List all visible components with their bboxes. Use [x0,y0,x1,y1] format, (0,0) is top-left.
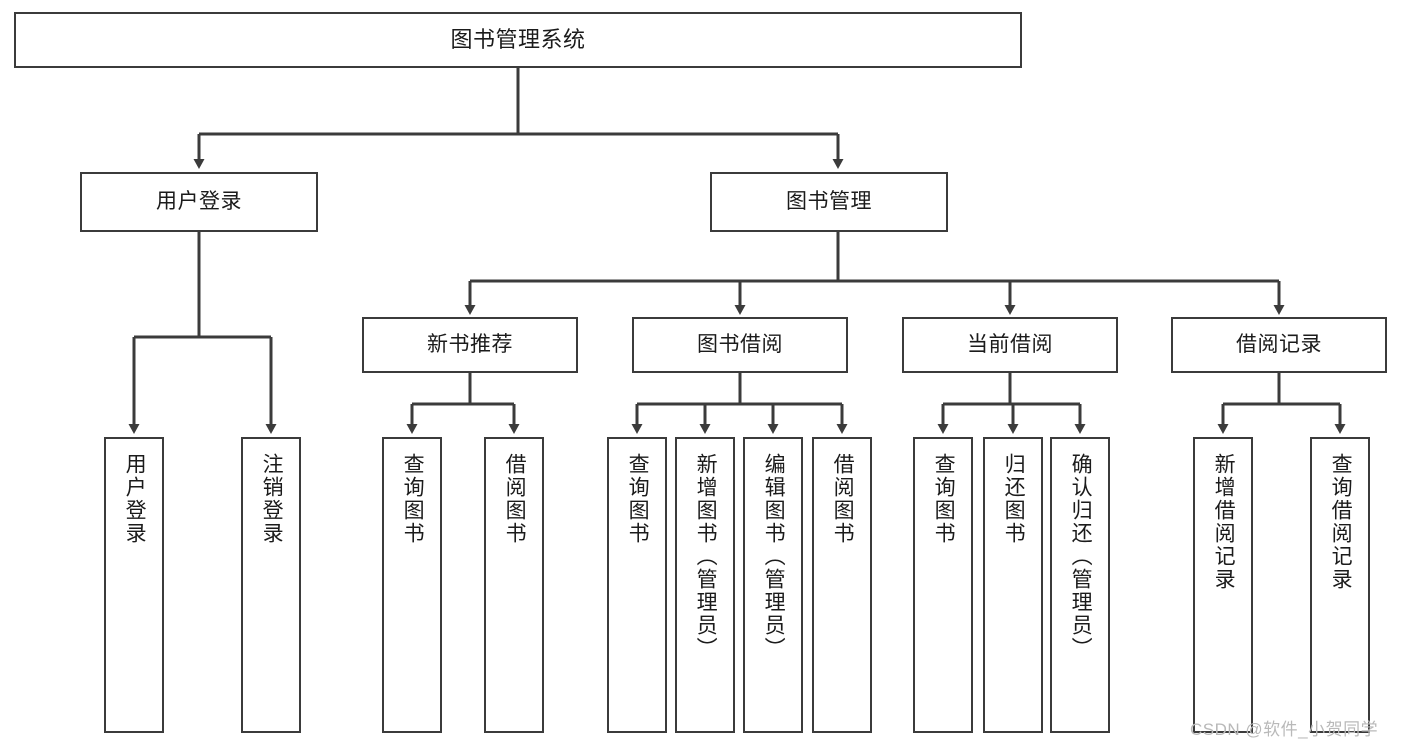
leaf-record-add-record-label: 新增借阅记录 [1212,453,1236,591]
leaf-recommend-borrow-book-label: 借阅图书 [503,453,527,545]
node-user-login-label: 用户登录 [156,189,242,213]
leaf-record-query-record[interactable]: 查询借阅记录 [1310,437,1370,733]
node-current-borrow-label: 当前借阅 [967,332,1053,356]
leaf-recommend-query-book[interactable]: 查询图书 [382,437,442,733]
node-root-label: 图书管理系统 [450,27,586,53]
leaf-current-confirm-return-admin-label: 确认归还（管理员） [1069,453,1093,660]
leaf-borrow-edit-book-admin[interactable]: 编辑图书（管理员） [743,437,803,733]
leaf-user-login-login[interactable]: 用户登录 [104,437,164,733]
node-root-system[interactable]: 图书管理系统 [14,12,1022,68]
node-borrow-record-label: 借阅记录 [1236,332,1322,356]
leaf-borrow-edit-book-admin-label: 编辑图书（管理员） [762,453,786,660]
node-current-borrow[interactable]: 当前借阅 [902,317,1118,373]
leaf-current-return-book[interactable]: 归还图书 [983,437,1043,733]
node-book-borrow-label: 图书借阅 [697,332,783,356]
leaf-current-return-book-label: 归还图书 [1002,453,1026,545]
leaf-borrow-borrow-book[interactable]: 借阅图书 [812,437,872,733]
leaf-borrow-add-book-admin-label: 新增图书（管理员） [694,453,718,660]
leaf-user-login-logout[interactable]: 注销登录 [241,437,301,733]
leaf-borrow-query-book-label: 查询图书 [626,453,650,545]
node-user-login[interactable]: 用户登录 [80,172,318,232]
leaf-current-confirm-return-admin[interactable]: 确认归还（管理员） [1050,437,1110,733]
leaf-current-query-book[interactable]: 查询图书 [913,437,973,733]
leaf-user-login-login-label: 用户登录 [123,453,147,545]
leaf-user-login-logout-label: 注销登录 [260,453,284,545]
node-borrow-record[interactable]: 借阅记录 [1171,317,1387,373]
leaf-recommend-query-book-label: 查询图书 [401,453,425,545]
node-book-borrow[interactable]: 图书借阅 [632,317,848,373]
leaf-borrow-borrow-book-label: 借阅图书 [831,453,855,545]
node-new-book-recommend-label: 新书推荐 [427,332,513,356]
node-book-management[interactable]: 图书管理 [710,172,948,232]
leaf-record-query-record-label: 查询借阅记录 [1329,453,1353,591]
leaf-current-query-book-label: 查询图书 [932,453,956,545]
leaf-recommend-borrow-book[interactable]: 借阅图书 [484,437,544,733]
leaf-borrow-query-book[interactable]: 查询图书 [607,437,667,733]
leaf-borrow-add-book-admin[interactable]: 新增图书（管理员） [675,437,735,733]
leaf-record-add-record[interactable]: 新增借阅记录 [1193,437,1253,733]
node-new-book-recommend[interactable]: 新书推荐 [362,317,578,373]
node-book-management-label: 图书管理 [786,189,872,213]
csdn-watermark: CSDN @软件_小贺同学 [1190,720,1379,739]
